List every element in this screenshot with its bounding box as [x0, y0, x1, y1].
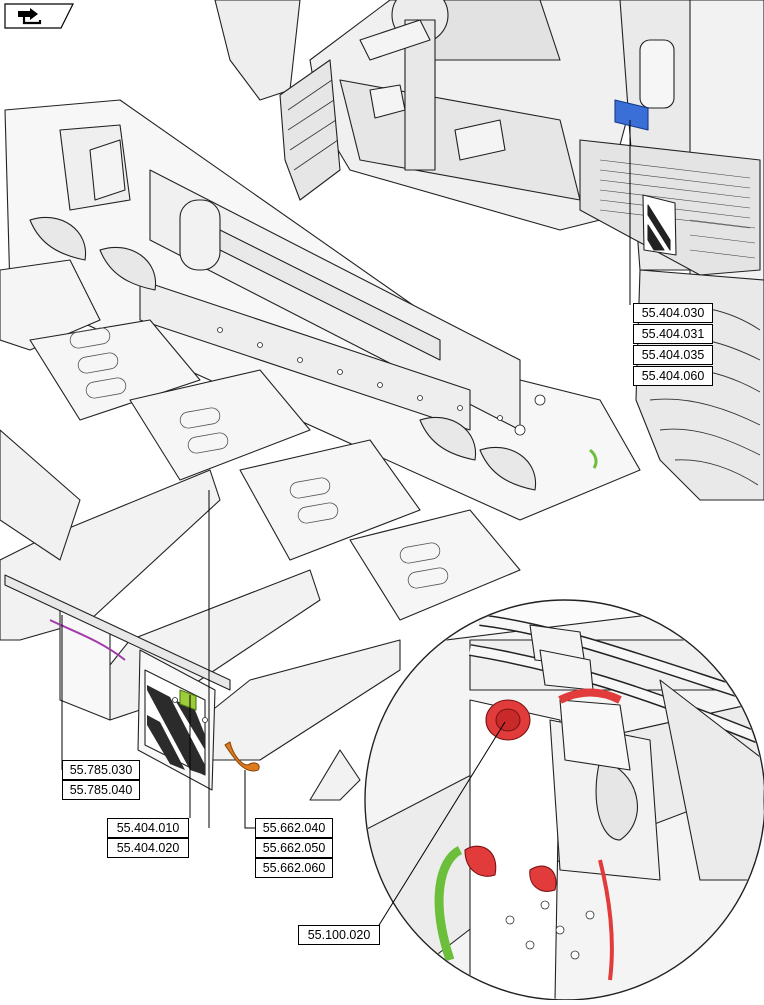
callout-55-404-031[interactable]: 55.404.031	[633, 324, 713, 344]
back-arrow-tab-icon	[4, 3, 74, 29]
callout-55-404-030[interactable]: 55.404.030	[633, 303, 713, 323]
callout-55-662-040[interactable]: 55.662.040	[255, 818, 333, 838]
callout-55-404-020[interactable]: 55.404.020	[107, 838, 189, 858]
callout-55-404-035[interactable]: 55.404.035	[633, 345, 713, 365]
callout-55-100-020[interactable]: 55.100.020	[298, 925, 380, 945]
callout-55-404-060[interactable]: 55.404.060	[633, 366, 713, 386]
callout-55-785-040[interactable]: 55.785.040	[62, 780, 140, 800]
back-tab[interactable]	[4, 3, 74, 29]
callout-55-662-050[interactable]: 55.662.050	[255, 838, 333, 858]
callout-55-404-010[interactable]: 55.404.010	[107, 818, 189, 838]
callout-55-785-030[interactable]: 55.785.030	[62, 760, 140, 780]
callout-55-662-060[interactable]: 55.662.060	[255, 858, 333, 878]
